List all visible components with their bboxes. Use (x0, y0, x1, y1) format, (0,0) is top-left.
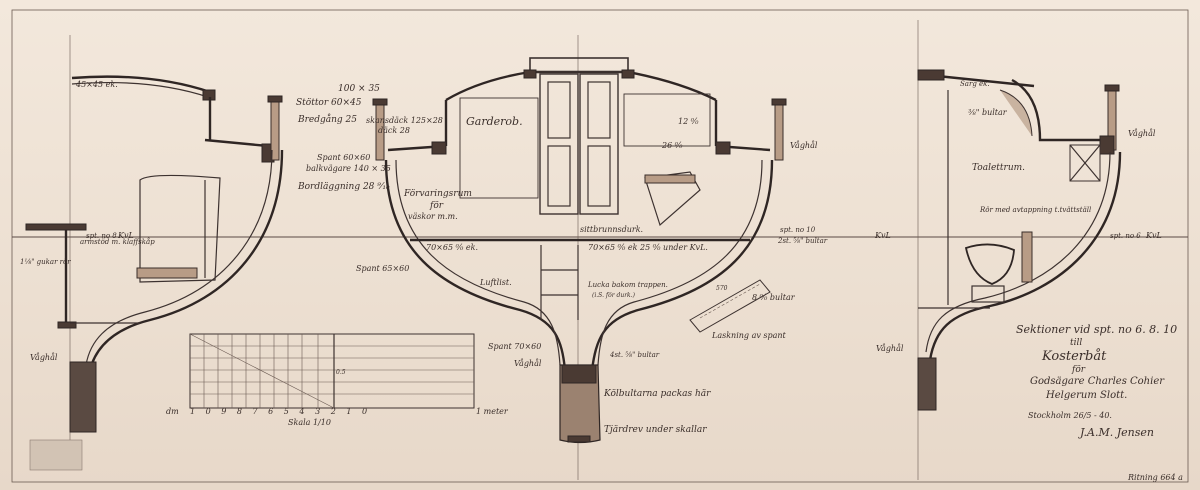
label-forvaringsrum: Förvaringsrum (403, 189, 472, 199)
label-skansdack: skansdäck 125×28 (366, 116, 443, 125)
title-line6: Helgerum Slott. (1045, 390, 1127, 401)
label-spt-10: spt. no 10 (780, 226, 816, 234)
title-line4: för (1071, 365, 1086, 375)
label-bultar-4st: 4st. ⅝" bultar (609, 351, 660, 359)
label-toalettrum: Toalettrum. (972, 163, 1025, 173)
right-keel (917, 357, 937, 411)
right-deck (1011, 78, 1110, 142)
title-place-date: Stockholm 26/5 - 40. (1028, 411, 1112, 420)
label-vaghal-top-center: Våghål (790, 141, 818, 150)
label-dim-100x35: 100 × 35 (338, 84, 380, 94)
label-dim-570: 570 (716, 285, 728, 292)
label-bultar-2st: 2st. ⅝" bultar (777, 237, 828, 245)
label-spt-8: spt. no 8 (86, 232, 117, 240)
label-sittbrunnsdurk: sittbrunnsdurk. (580, 225, 643, 234)
label-bordlaggning: Bordläggning 28 ⁹⁄₁₀ (297, 182, 390, 192)
section-right (917, 69, 1122, 411)
label-lackning: Laskning av spant (711, 331, 787, 340)
label-golv-right: 70×65 ⁰⁄₀ ek 25 ⁰⁄₀ under KvL. (588, 243, 708, 252)
toilet (964, 243, 1015, 285)
left-hull-outer (88, 149, 284, 371)
label-lucka-trappan: Lucka bakom trappen. (587, 281, 668, 289)
label-spt-6: spt. no 6 (1110, 232, 1141, 240)
center-hull-port (384, 159, 567, 371)
label-balkvagare: balkvägare 140 × 35 (306, 164, 391, 173)
title-signature: J.A.M. Jensen (1078, 426, 1154, 439)
label-spant-60x60: Spant 60×60 (317, 153, 370, 162)
left-roof (71, 75, 211, 94)
label-kvl-1: KvL (117, 231, 134, 240)
label-ror-avtappning: Rör med avtappning t.tvättställ (979, 206, 1091, 214)
label-dack: däck 28 (378, 126, 410, 135)
label-vaghal-top-right: Våghål (1128, 129, 1156, 138)
frame-lashing-detail (689, 279, 771, 333)
left-keel (69, 361, 97, 433)
label-vaghal-right: Våghål (876, 344, 904, 353)
label-scale-05: 0.5 (336, 369, 346, 376)
section-center (372, 57, 787, 444)
label-dim-12mm: 12 ⁰⁄₀ (678, 117, 699, 126)
label-spant-65x60: Spant 65×60 (356, 264, 409, 273)
label-garderob: Garderob. (466, 115, 523, 128)
label-for: för (429, 201, 444, 211)
title-line3: Kosterbåt (1041, 348, 1107, 364)
label-kolbulterna: Kölbultarna packas här (603, 389, 711, 399)
label-golv-left: 70×65 ⁰⁄₀ ek. (426, 243, 478, 252)
label-dim-45x45: 45×45 ek. (75, 80, 118, 89)
label-bredgang: Bredgång 25 (297, 113, 357, 125)
label-tjardrev: Tjärdrev under skallar (604, 425, 707, 435)
wardrobe-door-left (539, 73, 579, 215)
sink-box (1069, 144, 1101, 182)
corner-stamp (29, 439, 83, 471)
scale-bar (189, 333, 475, 409)
label-bultar-8mm: 8 ⁰⁄₀ bultar (752, 293, 796, 302)
title-line1: Sektioner vid spt. no 6. 8. 10 (1016, 323, 1177, 336)
wardrobe-door-right (579, 73, 619, 215)
label-scale-dm: dm (166, 407, 179, 416)
label-bultar-38: ⅜" bultar (968, 108, 1008, 117)
label-dim-26mm: 26 ⁰⁄₀ (661, 141, 683, 150)
label-vaghal-center: Våghål (514, 359, 542, 368)
label-vaskor: väskor m.m. (408, 212, 458, 221)
center-hatch (529, 57, 629, 73)
label-kvl-2: KvL (874, 231, 891, 240)
label-lucka-sub: (i.S. för durk.) (592, 292, 636, 299)
title-line5: Godsägare Charles Cohier (1030, 376, 1165, 387)
label-gukar: 1⅛" gukar rör (20, 258, 71, 266)
label-ek-right: Sarg ek. (960, 80, 990, 88)
label-scale-ticks: 1 0 9 8 7 6 5 4 3 2 1 0 (190, 407, 371, 416)
label-spant-70x60: Spant 70×60 (488, 342, 541, 351)
label-scale-meter: 1 meter (476, 407, 509, 416)
center-roof (445, 70, 717, 102)
title-drawing-no: Ritning 664 a (1127, 473, 1183, 482)
title-line2: till (1070, 338, 1082, 348)
label-stottor: Stöttor 60×45 (296, 98, 362, 108)
left-seat (139, 174, 221, 283)
right-hull-outer (928, 151, 1122, 361)
left-table (25, 223, 87, 231)
label-vaghal-left: Våghål (30, 353, 58, 362)
left-deck (204, 138, 269, 148)
label-kvl-3: KvL (1145, 231, 1162, 240)
label-armstod: armstöd m. klaff­skåp (80, 237, 155, 246)
center-hull-starboard (590, 159, 774, 371)
label-luftlist: Luftlist. (479, 278, 512, 287)
sheet-border (11, 9, 1189, 483)
label-scale-skala: Skala 1/10 (288, 418, 331, 427)
section-left (25, 75, 284, 433)
